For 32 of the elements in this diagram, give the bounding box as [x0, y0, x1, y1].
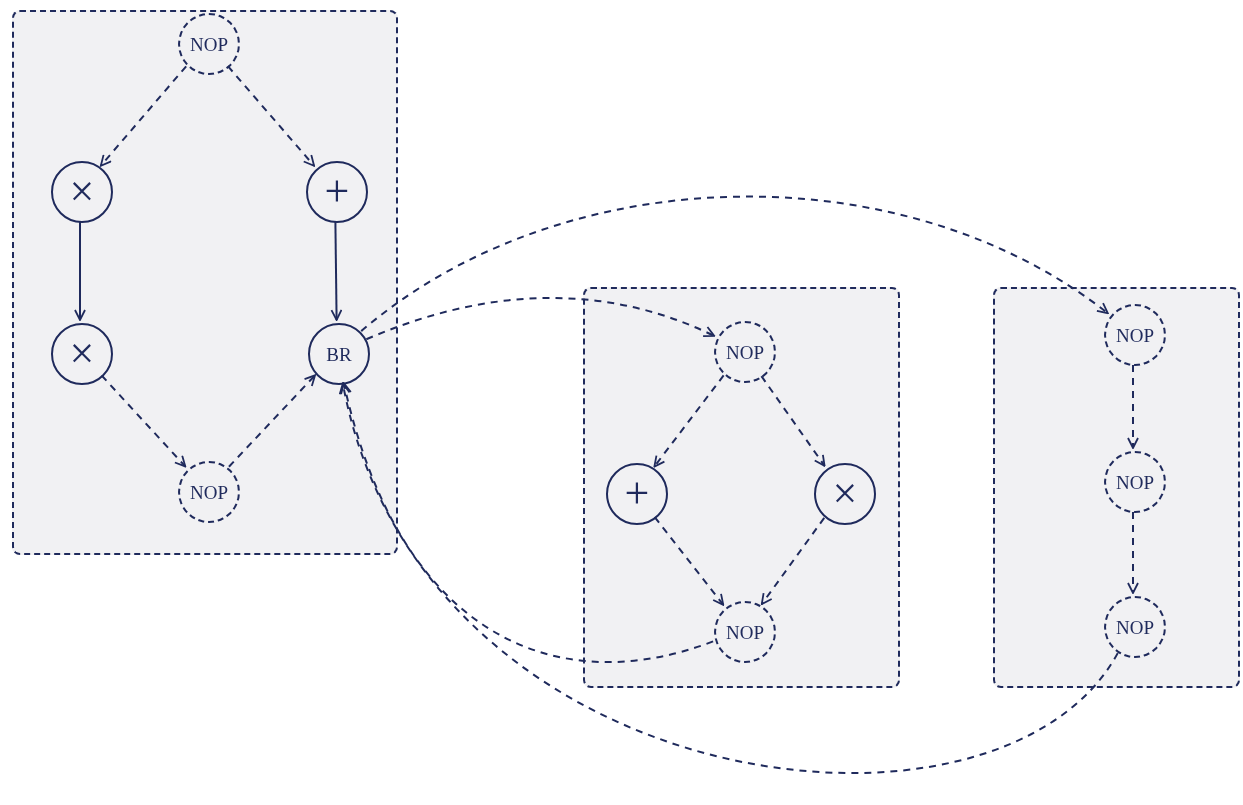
node-label: NOP: [190, 482, 228, 502]
node-label: NOP: [190, 34, 228, 54]
arrow: [74, 221, 86, 321]
group-box: [583, 287, 900, 688]
arrow: [760, 375, 826, 467]
arrow: [760, 516, 826, 606]
node-label: ×: [69, 170, 95, 214]
arrow: [365, 297, 716, 341]
node-label: NOP: [1116, 325, 1154, 345]
node-label: +: [624, 472, 650, 516]
arrow: [653, 516, 725, 606]
arrow: [226, 65, 316, 167]
node-label: ×: [832, 472, 858, 516]
arrow: [227, 374, 317, 468]
group-box: [12, 10, 398, 555]
node-label: BR: [326, 344, 352, 364]
arrow: [653, 374, 725, 468]
node-label: NOP: [1116, 617, 1154, 637]
arrow: [330, 221, 343, 321]
arrow: [360, 195, 1109, 333]
node-label: +: [324, 170, 350, 214]
arrow: [99, 65, 188, 167]
arrow: [1127, 364, 1139, 449]
arrow: [1127, 511, 1139, 594]
node-label: NOP: [1116, 472, 1154, 492]
arrow: [100, 374, 187, 468]
arrow: [340, 382, 715, 663]
node-label: NOP: [726, 622, 764, 642]
arrow: [340, 382, 1119, 774]
group-box: [993, 287, 1240, 688]
node-label: NOP: [726, 342, 764, 362]
node-label: ×: [69, 332, 95, 376]
